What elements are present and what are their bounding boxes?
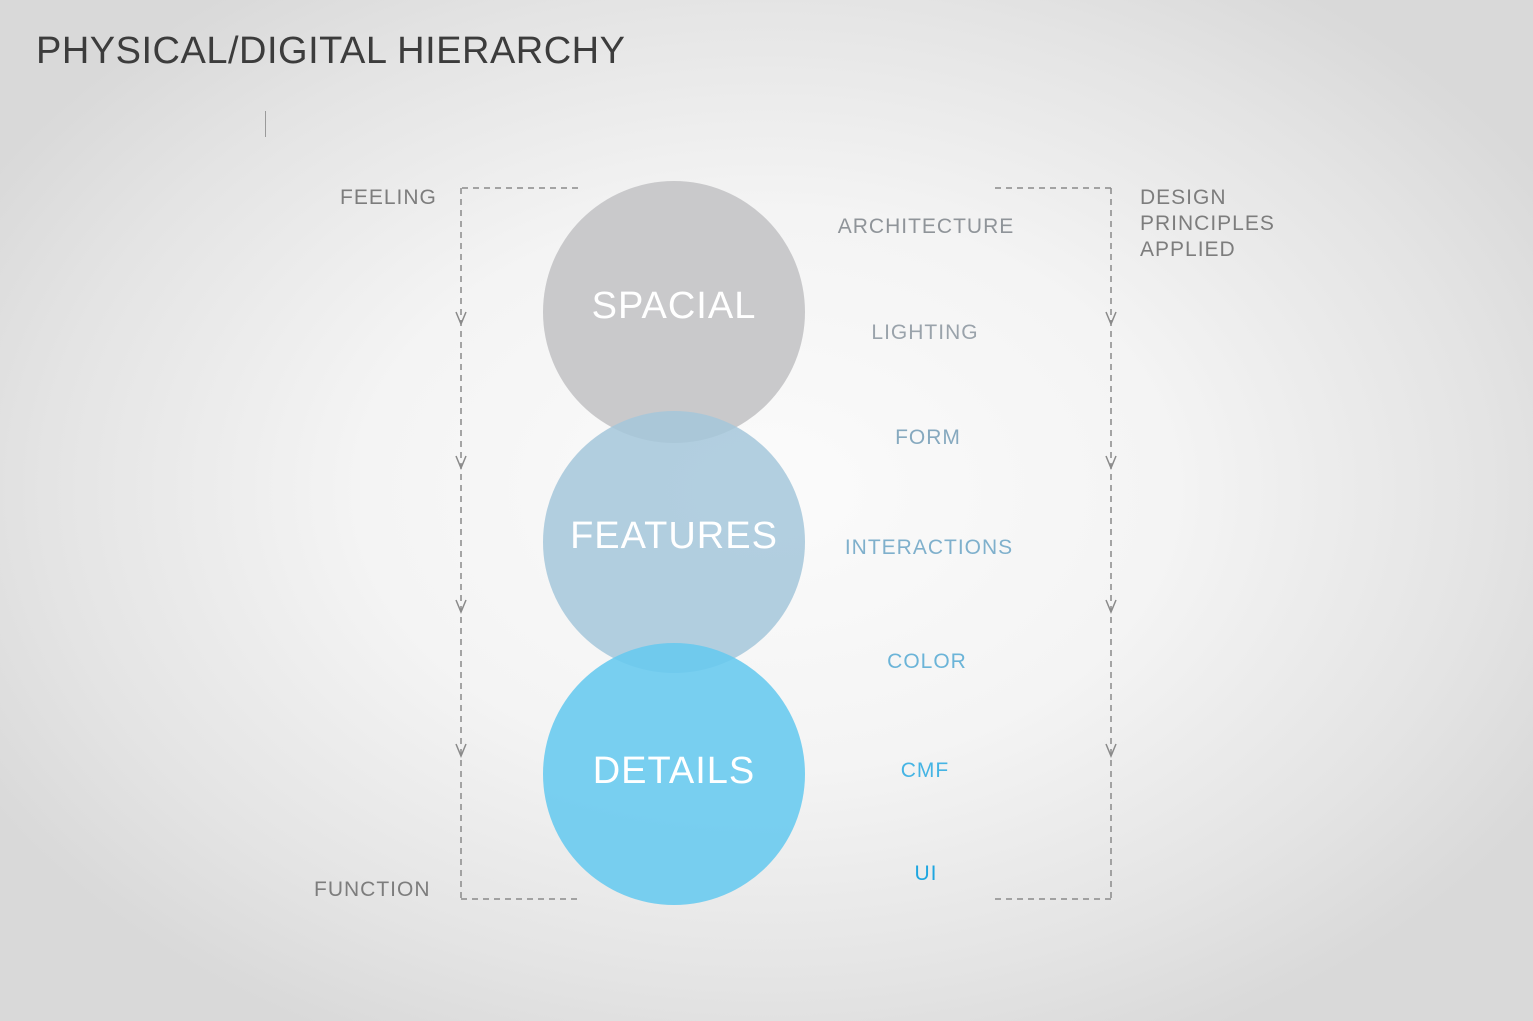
principles-line: APPLIED: [1140, 238, 1236, 261]
arrow-down-icon: [455, 311, 467, 326]
design-principles-label: DESIGN PRINCIPLES APPLIED: [1140, 185, 1275, 263]
function-label: FUNCTION: [314, 878, 431, 901]
aspect-color: COLOR: [887, 650, 967, 673]
feeling-label: FEELING: [340, 186, 437, 209]
aspect-ui: UI: [914, 862, 938, 885]
left-bracket: [460, 187, 578, 900]
circle-spacial: [543, 181, 805, 443]
page-title: PHYSICAL/DIGITAL HIERARCHY: [36, 30, 626, 72]
circle-label-features: FEATURES: [570, 515, 778, 557]
arrow-down-icon: [455, 743, 467, 758]
principles-line: PRINCIPLES: [1140, 212, 1275, 235]
right-bracket: [995, 187, 1112, 900]
circle-label-details: DETAILS: [592, 750, 756, 792]
right-arrows: [1105, 311, 1117, 758]
aspect-interactions: INTERACTIONS: [844, 536, 1014, 559]
aspect-lighting: LIGHTING: [871, 321, 979, 344]
circle-label-spacial: SPACIAL: [591, 285, 757, 327]
arrow-down-icon: [455, 455, 467, 470]
left-arrows: [455, 311, 467, 758]
arrow-down-icon: [1105, 311, 1117, 326]
arrow-down-icon: [455, 599, 467, 614]
circle-features: [543, 411, 805, 673]
arrow-down-icon: [1105, 455, 1117, 470]
circle-details: [543, 643, 805, 905]
aspect-architecture: ARCHITECTURE: [837, 215, 1015, 238]
principles-line: DESIGN: [1140, 186, 1227, 209]
aspect-form: FORM: [895, 426, 961, 449]
aspect-cmf: CMF: [900, 759, 950, 782]
arrow-down-icon: [1105, 599, 1117, 614]
text-cursor-mark: [265, 111, 266, 137]
arrow-down-icon: [1105, 743, 1117, 758]
